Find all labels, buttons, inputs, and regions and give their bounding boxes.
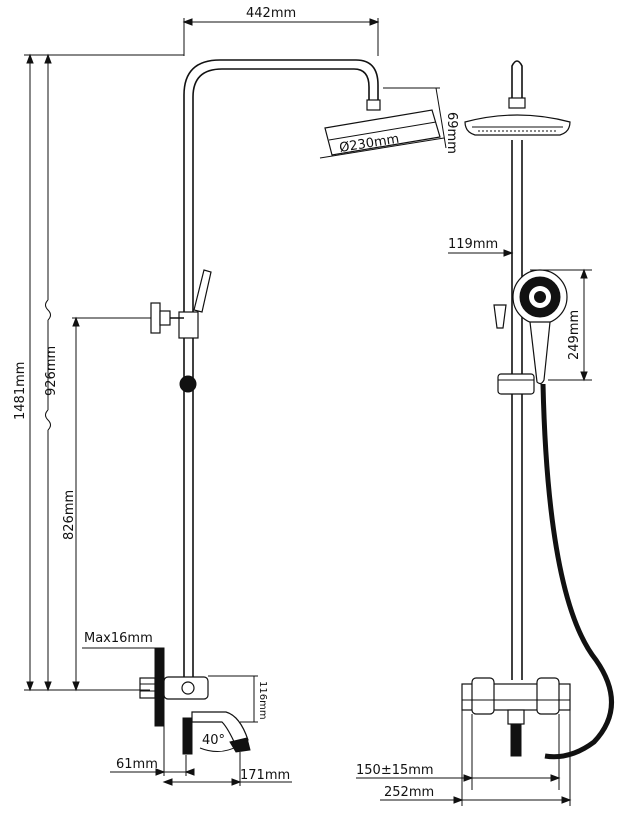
shower-head-front <box>464 114 571 136</box>
dim-bar-height: 926mm <box>44 346 59 396</box>
dim-total-height: 1481mm <box>13 362 28 420</box>
mixer-outlet <box>507 709 525 725</box>
mixer-right-knob <box>536 677 560 715</box>
front-riser-top <box>511 60 523 98</box>
dim-handset-length: 249mm <box>567 310 582 360</box>
dim-spout-height: 116mm <box>257 681 268 720</box>
diverter-handle <box>182 717 193 755</box>
dim-handset-offset: 119mm <box>448 237 498 252</box>
dim-head-height: 69mm <box>444 112 459 154</box>
riser-pipe <box>183 59 379 690</box>
front-slider <box>497 373 535 395</box>
dim-wall-thickness: Max16mm <box>84 631 153 646</box>
wall-plate <box>154 647 165 727</box>
dim-mixer-width: 252mm <box>384 785 434 800</box>
front-view-dimensions: 119mm 249mm 150±15mm 252mm <box>356 237 592 806</box>
valve-knob <box>139 677 156 699</box>
mixer-left-knob <box>471 677 495 715</box>
dim-spout-angle: 40° <box>202 733 225 748</box>
dim-outlet-height: 826mm <box>62 490 77 540</box>
dim-spout-length: 171mm <box>240 768 290 783</box>
handshower-handle <box>529 321 551 385</box>
wall-bracket <box>150 302 161 334</box>
dim-arm-length: 442mm <box>246 6 296 21</box>
shower-head-side <box>324 109 441 156</box>
front-view <box>461 60 614 760</box>
front-wall-bracket-knob <box>493 304 507 329</box>
dim-wall-offset: 61mm <box>116 757 158 772</box>
side-view <box>139 59 441 755</box>
slider-holder <box>178 311 199 339</box>
riser-pipe-inner <box>192 68 370 690</box>
bar-stopper <box>179 375 197 393</box>
dim-inlet-spacing: 150±15mm <box>356 763 434 778</box>
head-connector <box>366 99 381 111</box>
handshower-side <box>193 269 212 313</box>
front-head-connector <box>508 97 526 109</box>
front-diverter-handle <box>510 723 522 757</box>
shower-hose <box>540 383 614 760</box>
